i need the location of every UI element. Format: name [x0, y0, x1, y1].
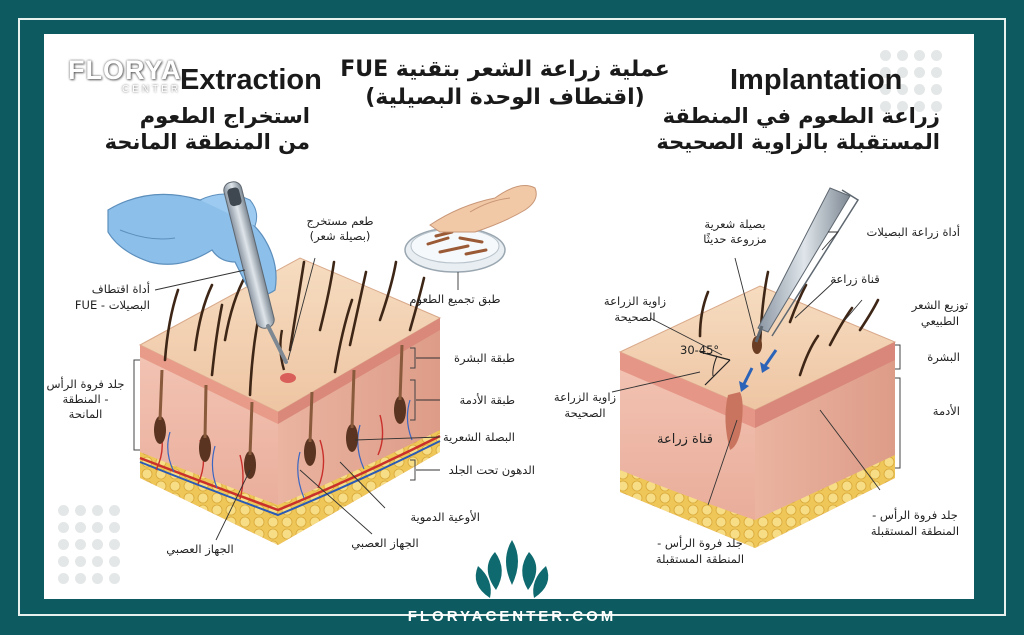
decor-dot [75, 522, 86, 533]
label-angle-value: 30-45° [680, 343, 720, 357]
leader-lines [154, 231, 881, 541]
label-impl-dermis: الأدمة [932, 404, 960, 418]
decor-dot [92, 505, 103, 516]
label-new-follicle-1: بصيلة شعرية [704, 217, 766, 231]
label-scalp-3: المانحة [68, 407, 103, 421]
decor-dot [75, 573, 86, 584]
label-graft-1: طعم مستخرج [306, 214, 374, 228]
label-fue-tool-1: أداة اقتطاف [91, 282, 150, 296]
decor-dot [897, 50, 908, 61]
decor-dot [914, 101, 925, 112]
decor-dot [914, 67, 925, 78]
label-nerve-right: الجهاز العصبي [351, 536, 419, 550]
label-recipient-bottom-2: المنطقة المستقبلة [655, 552, 745, 566]
decor-dot [58, 522, 69, 533]
decor-dot [58, 556, 69, 567]
label-fue-tool-2: البصيلات - FUE [74, 298, 150, 312]
decor-dot [58, 539, 69, 550]
fue-tool-hand [107, 181, 288, 364]
implantation-subheading-2: المستقبلة بالزاوية الصحيحة [656, 130, 940, 154]
extraction-subheading-2: من المنطقة المانحة [104, 130, 310, 154]
decor-dot [931, 67, 942, 78]
label-nerve-left: الجهاز العصبي [166, 542, 234, 556]
brand-logo-sub: CENTER [122, 84, 182, 95]
label-implant-tool: أداة زراعة البصيلات [866, 225, 960, 239]
extraction-subheading-1: استخراج الطعوم [139, 104, 310, 128]
label-channel-mid: قناة زراعة [657, 432, 713, 447]
decor-dot [931, 84, 942, 95]
decor-dot [109, 522, 120, 533]
decor-dot [880, 50, 891, 61]
extraction-heading: Extraction [180, 64, 322, 96]
decor-dot [880, 84, 891, 95]
recipient-skin-block [618, 270, 897, 548]
label-angle-top-1: زاوية الزراعة [603, 294, 667, 308]
label-scalp-2: - المنطقة [62, 392, 109, 406]
graft-dish [404, 185, 537, 273]
label-scalp-1: جلد فروة الرأس [46, 377, 125, 391]
lotus-logo [475, 540, 549, 598]
donor-skin-block [138, 257, 442, 545]
decor-dot [75, 556, 86, 567]
decor-dot [914, 84, 925, 95]
label-angle-top-2: الصحيحة [614, 310, 656, 324]
decor-dot [914, 50, 925, 61]
label-dish: طبق تجميع الطعوم [409, 292, 501, 306]
decor-dot [880, 67, 891, 78]
label-recipient-bottom-1: جلد فروة الرأس - [657, 536, 743, 550]
label-recipient-right-2: المنطقة المستقبلة [870, 524, 960, 538]
label-graft-2: (بصيلة شعر) [309, 229, 371, 243]
decor-dot [897, 84, 908, 95]
decor-dot [109, 539, 120, 550]
label-epidermis: طبقة البشرة [453, 351, 515, 365]
label-dermis: طبقة الأدمة [459, 393, 515, 407]
decor-dot [109, 556, 120, 567]
label-channel-top: قناة زراعة [830, 272, 880, 286]
website-url[interactable]: FLORYACENTER.COM [407, 608, 617, 625]
label-natural-1: توزيع الشعر [911, 298, 969, 312]
label-natural-2: الطبيعي [920, 314, 960, 328]
decor-dot [92, 556, 103, 567]
right-brackets [895, 344, 901, 469]
left-brackets [133, 347, 416, 481]
frame-border [18, 18, 1006, 616]
label-angle-left-1: زاوية الزراعة [553, 390, 617, 404]
decor-dot [897, 101, 908, 112]
label-angle-left-2: الصحيحة [564, 406, 606, 420]
decor-dot [58, 573, 69, 584]
implantation-subheading-1: زراعة الطعوم في المنطقة [662, 104, 940, 128]
page-subtitle: (اقتطاف الوحدة البصيلية) [365, 85, 645, 110]
decor-dot [109, 505, 120, 516]
decor-dot [931, 101, 942, 112]
brand-logo: FLORYA [68, 55, 182, 85]
decor-dot [92, 573, 103, 584]
decor-dot [897, 67, 908, 78]
decor-dot [931, 50, 942, 61]
decor-dot [92, 539, 103, 550]
label-bulb: البصلة الشعرية [443, 430, 515, 444]
label-recipient-right-1: جلد فروة الرأس - [872, 508, 958, 522]
implant-tool [754, 187, 860, 343]
implantation-heading: Implantation [730, 64, 903, 96]
label-impl-epidermis: البشرة [927, 350, 960, 364]
page-title: عملية زراعة الشعر بتقنية FUE [340, 57, 670, 82]
decor-dot [75, 539, 86, 550]
label-fat: الدهون تحت الجلد [448, 463, 535, 477]
decor-dot [58, 505, 69, 516]
decor-dot [109, 573, 120, 584]
decor-dot [880, 101, 891, 112]
label-vessels: الأوعية الدموية [410, 510, 480, 524]
decor-dot [92, 522, 103, 533]
decor-dot [75, 505, 86, 516]
label-new-follicle-2: مزروعة حديثًا [703, 232, 767, 246]
